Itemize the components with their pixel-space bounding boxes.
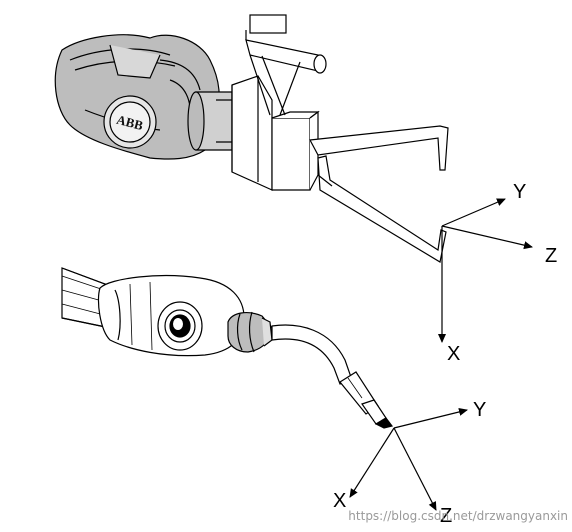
gripper-tool <box>231 14 449 263</box>
gripper-axis-y-label: Y <box>513 181 526 203</box>
robot-wrist <box>54 34 233 160</box>
gripper-upper-finger <box>309 125 449 171</box>
torch-axis-y-label: Y <box>473 399 486 421</box>
gripper-axis-z <box>441 225 533 250</box>
watermark: https://blog.csdn.net/drzwangyanxin <box>348 509 568 523</box>
gripper-axis-x-label: X <box>447 343 460 365</box>
gripper-mount-plate <box>231 75 273 191</box>
torch-axis-x <box>349 427 395 498</box>
torch-axis-y <box>393 408 468 429</box>
torch-tcp-frame <box>349 408 468 511</box>
abb-logo: ABB <box>115 112 145 133</box>
torch-axis-z-label: Z <box>440 505 452 527</box>
gripper-axis-z-label: Z <box>545 245 557 267</box>
gripper-tcp-frame <box>438 198 533 343</box>
torch-axis-z <box>393 427 437 511</box>
welding-torch <box>61 267 394 429</box>
gripper-axis-y <box>441 198 506 227</box>
torch-axis-x-label: X <box>333 490 346 512</box>
gripper-lower-finger <box>317 155 447 263</box>
gripper-top-bracket <box>249 14 287 34</box>
torch-gooseneck <box>271 324 353 385</box>
